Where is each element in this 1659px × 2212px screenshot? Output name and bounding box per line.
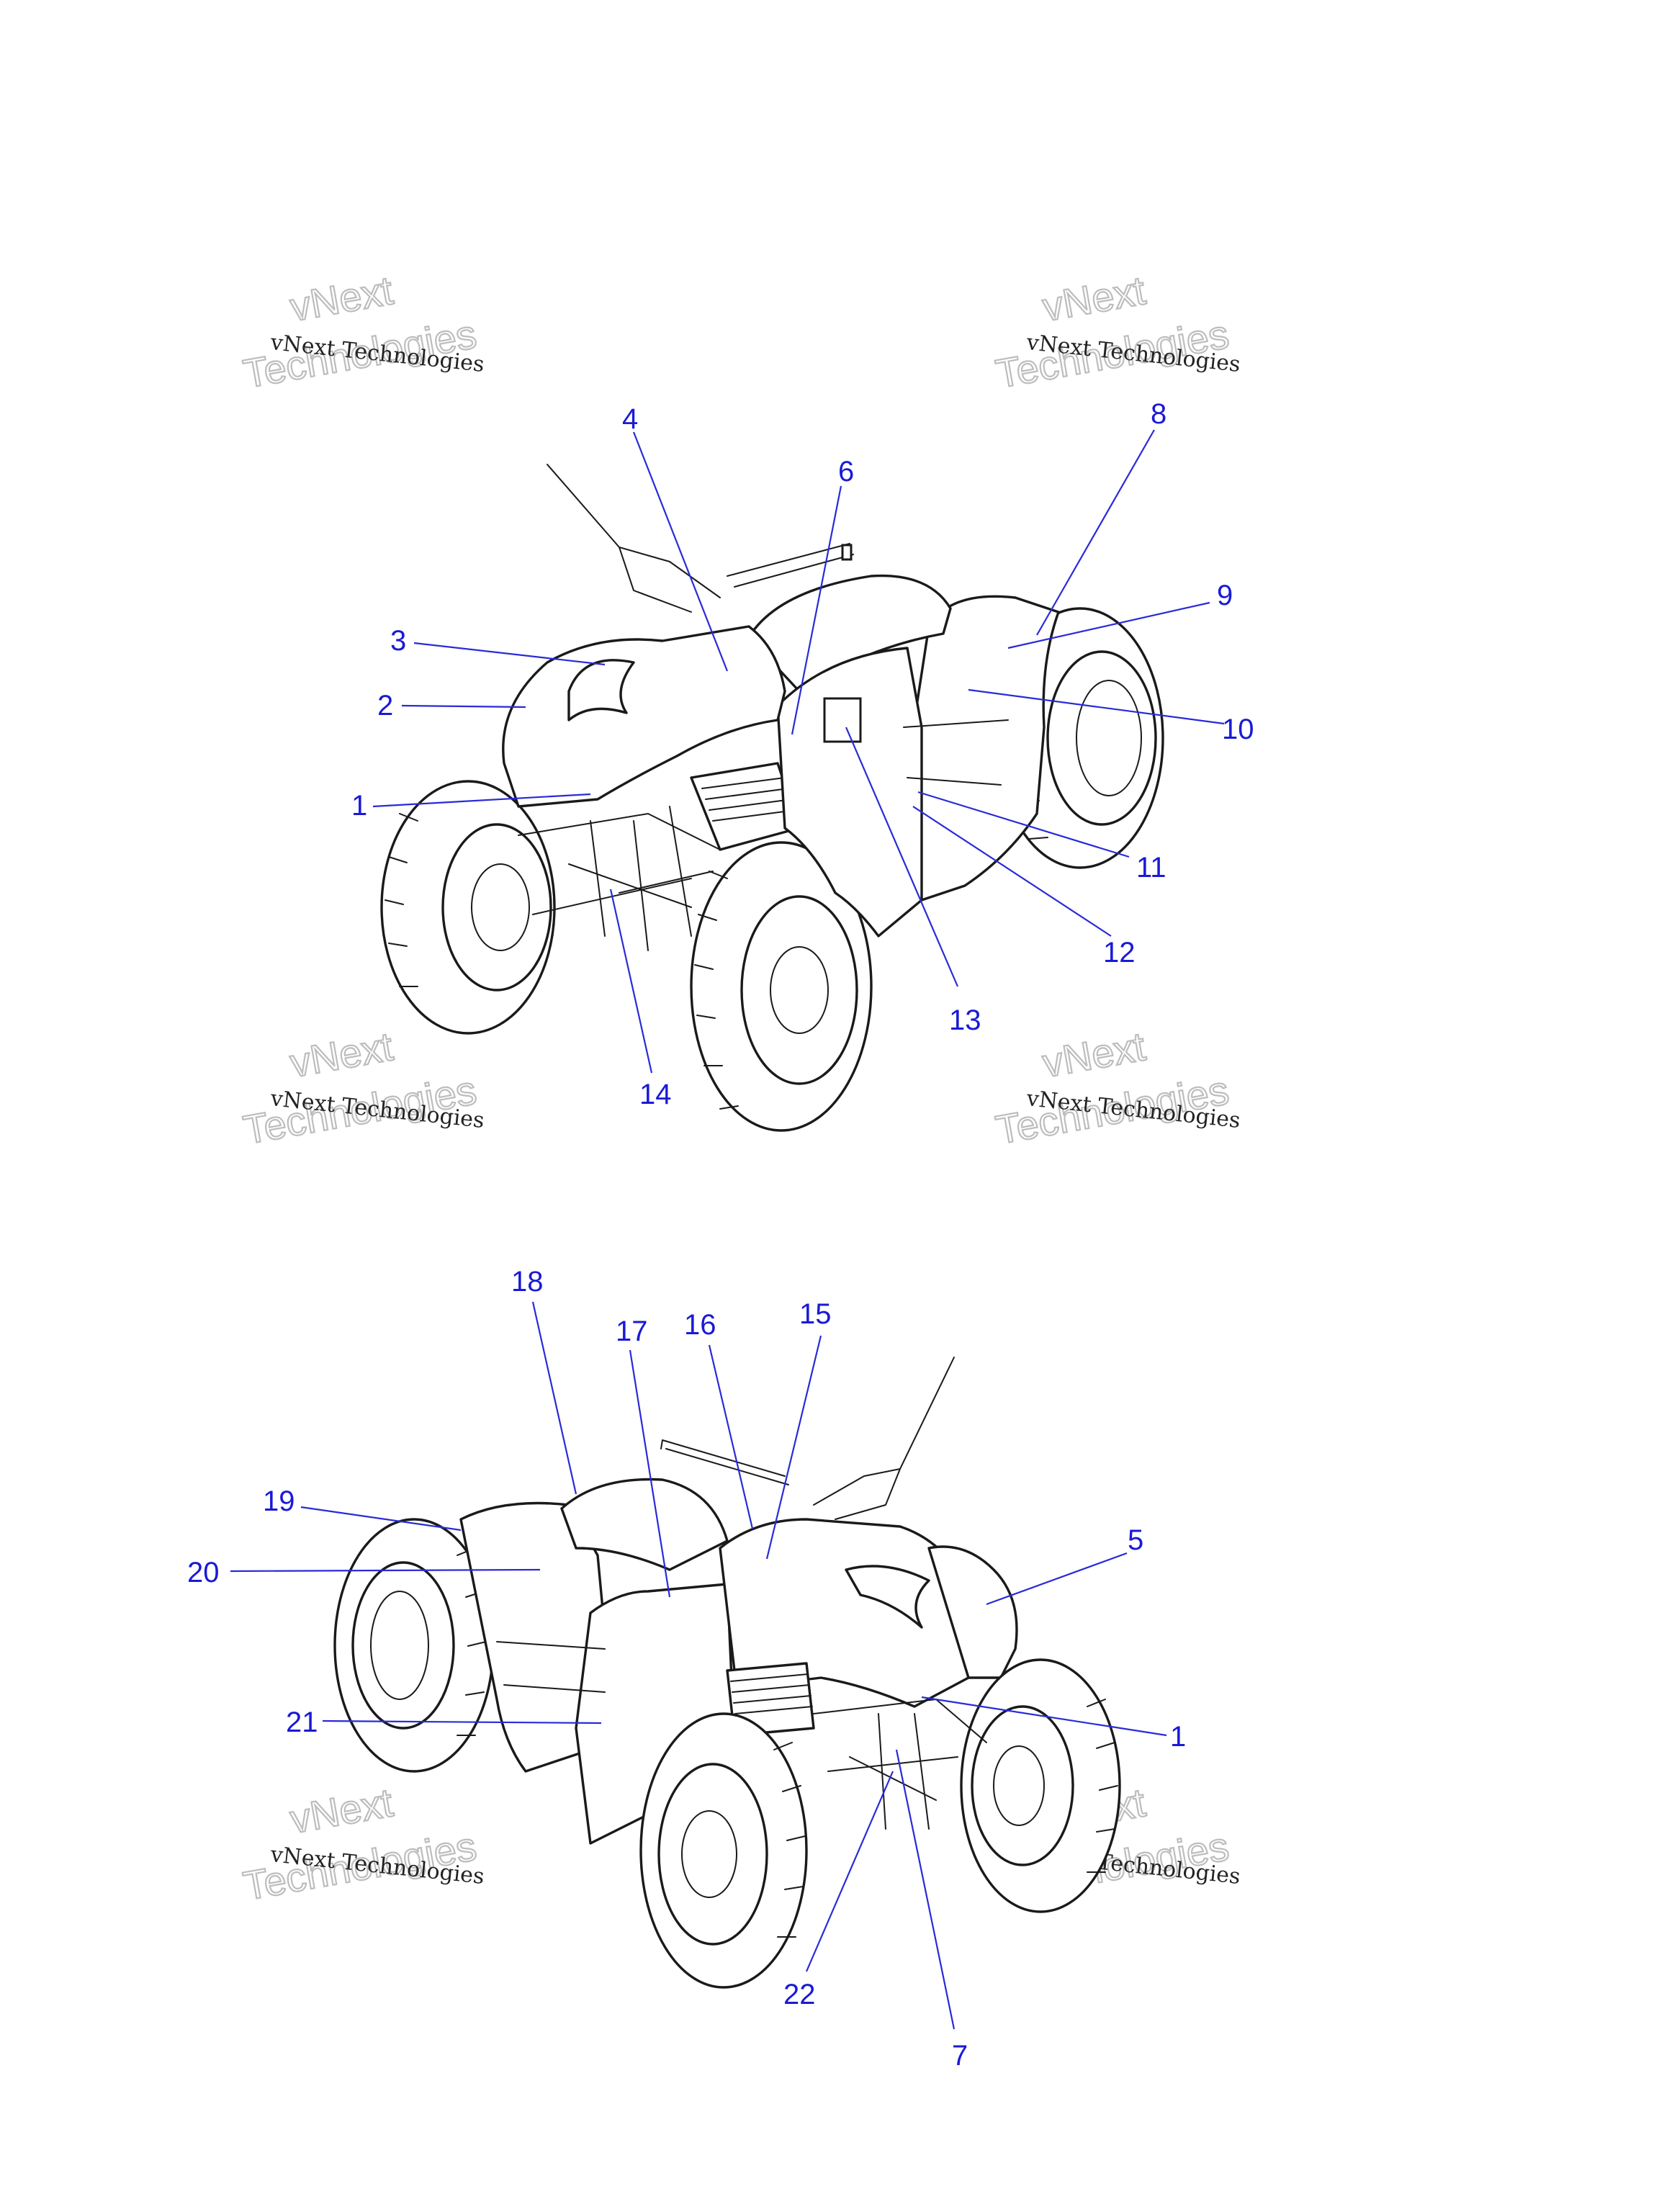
- front-fender-lower: [927, 1545, 1018, 1679]
- front-right-wheel: [690, 841, 873, 1132]
- rear-wheel-lower: [333, 1518, 495, 1773]
- leader-18-lower: [531, 1301, 577, 1495]
- watermark-big-top: vNext: [287, 1023, 396, 1086]
- rear-rack-lower: [660, 1439, 789, 1485]
- watermark-group-2: vNext Technologies: [992, 266, 1233, 397]
- hood-decal-shape: [567, 659, 635, 721]
- leader-16-lower: [708, 1344, 754, 1529]
- rear-rack: [727, 543, 854, 588]
- leader-13-upper: [845, 727, 959, 987]
- callout-19-lower: 19: [263, 1485, 295, 1517]
- callout-5-lower: 5: [1128, 1524, 1143, 1556]
- callout-16-lower: 16: [684, 1309, 716, 1341]
- leader-15-lower: [765, 1335, 822, 1560]
- leader-19-lower: [300, 1506, 462, 1532]
- watermark-group-4: vNext Technologies: [992, 1022, 1233, 1154]
- watermark-group-5: vNext Technologies: [239, 1779, 480, 1910]
- callout-20-lower: 20: [187, 1557, 220, 1588]
- callout-1-lower: 1: [1170, 1721, 1186, 1753]
- callout-4-upper: 4: [622, 403, 638, 435]
- callout-22-lower: 22: [783, 1979, 816, 2010]
- watermark-big-top: vNext: [287, 267, 396, 330]
- watermark-group-1: vNext Technologies: [239, 266, 480, 397]
- callout-9-upper: 9: [1217, 580, 1233, 611]
- leader-1-lower: [921, 1696, 1167, 1737]
- leader-2-upper: [401, 704, 526, 709]
- callout-15-lower: 15: [799, 1298, 832, 1330]
- callout-10-upper: 10: [1222, 714, 1254, 745]
- leader-22-lower: [805, 1771, 894, 1972]
- handlebar: [547, 464, 721, 613]
- leader-5-lower: [986, 1552, 1128, 1606]
- leader-6-upper: [791, 485, 842, 735]
- callout-17-lower: 17: [616, 1316, 648, 1347]
- lower-leader-lines: [230, 1301, 1167, 2030]
- callout-14-upper: 14: [639, 1079, 672, 1110]
- leader-12-upper: [912, 806, 1112, 937]
- upper-leader-lines: [372, 429, 1225, 1074]
- callout-12-upper: 12: [1103, 937, 1136, 968]
- upper-callouts: 1 2 3 4 6 8 9 10 11 12 13 14: [351, 398, 1254, 1110]
- hood-decal-shape-lower: [845, 1565, 930, 1629]
- front-left-wheel-lower: [639, 1712, 808, 1989]
- callout-6-upper: 6: [838, 456, 854, 487]
- leader-3-upper: [413, 642, 606, 666]
- atv-upper-illustration: [380, 464, 1164, 1132]
- callout-8-upper: 8: [1151, 398, 1166, 430]
- front-right-wheel-lower: [960, 1658, 1121, 1913]
- leader-14-upper: [609, 889, 653, 1074]
- leader-4-upper: [632, 431, 729, 672]
- callout-3-upper: 3: [390, 625, 406, 657]
- callout-18-lower: 18: [511, 1266, 544, 1298]
- grab-bar-end: [841, 544, 853, 561]
- front-left-wheel: [380, 780, 556, 1035]
- watermark-big-top: vNext: [287, 1779, 396, 1842]
- leader-17-lower: [629, 1349, 671, 1598]
- callout-13-upper: 13: [949, 1004, 981, 1036]
- decal-box: [823, 697, 862, 743]
- lower-callouts: 1 5 7 15 16 17 18 19 20 21 22: [187, 1266, 1186, 2072]
- leader-9-upper: [1007, 601, 1210, 649]
- callout-2-upper: 2: [377, 690, 393, 721]
- leader-1-upper: [372, 793, 591, 808]
- callout-7-lower: 7: [952, 2040, 968, 2072]
- leader-11-upper: [917, 791, 1130, 858]
- seat-lower: [560, 1478, 729, 1571]
- leader-8-upper: [1036, 429, 1155, 636]
- watermark-big-top: vNext: [1039, 267, 1148, 330]
- handlebar-lower: [813, 1357, 955, 1520]
- callout-21-lower: 21: [286, 1707, 318, 1738]
- atv-lower-illustration: [333, 1357, 1121, 1989]
- watermark-big-top: vNext: [1039, 1023, 1148, 1086]
- leader-7-lower: [895, 1749, 956, 2030]
- watermark-group-3: vNext Technologies: [239, 1022, 480, 1154]
- callout-1-upper: 1: [351, 790, 367, 822]
- leader-21-lower: [322, 1719, 602, 1725]
- leader-10-upper: [968, 688, 1225, 725]
- leader-20-lower: [230, 1568, 541, 1573]
- callout-11-upper: 11: [1136, 852, 1166, 884]
- side-panel: [776, 647, 923, 938]
- front-body: [502, 625, 786, 808]
